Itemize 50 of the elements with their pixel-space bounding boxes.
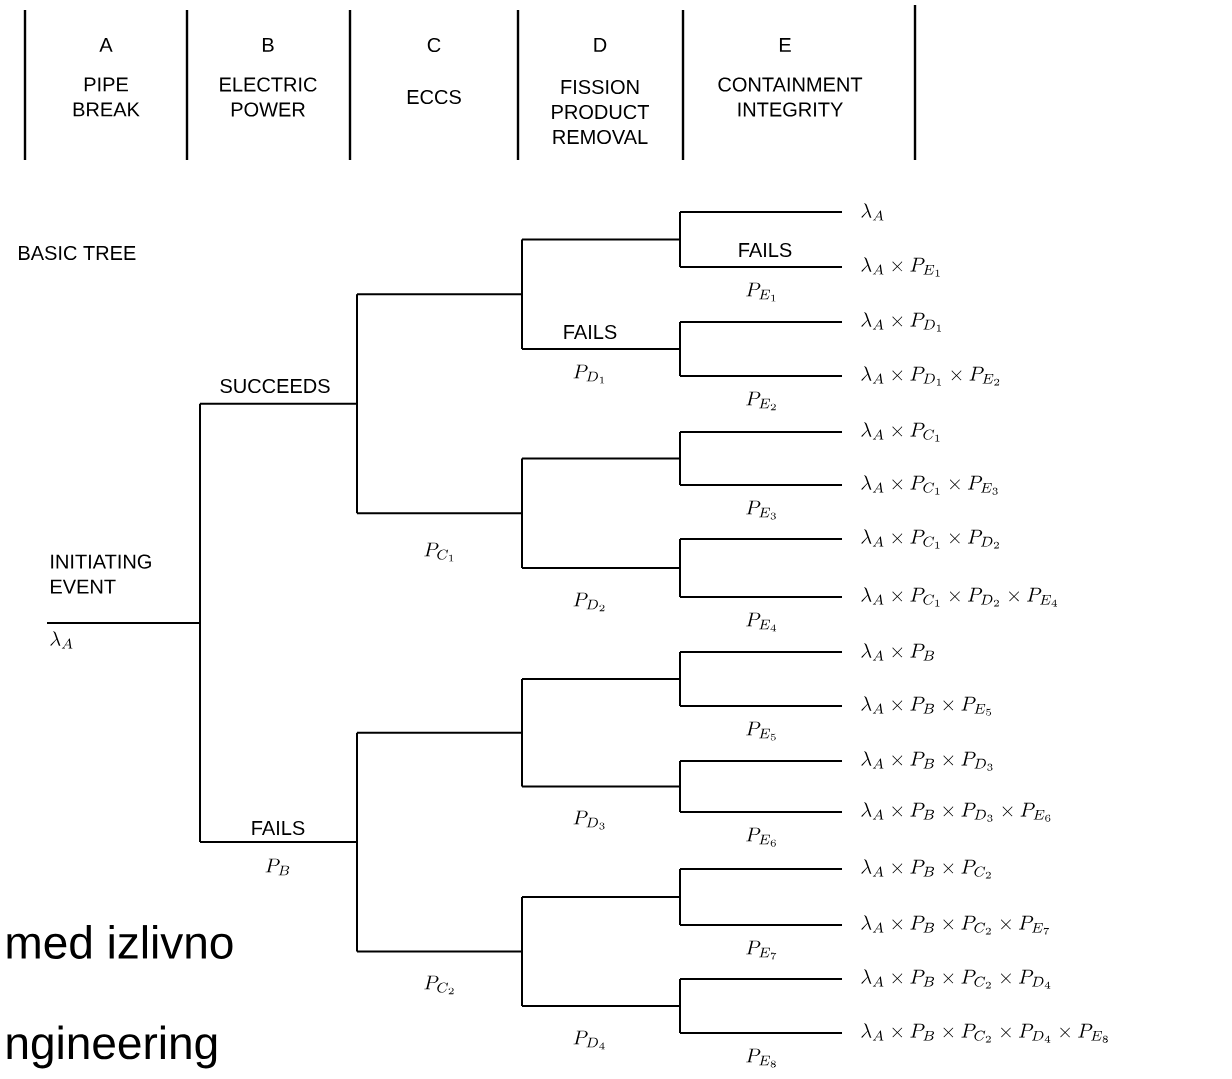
branch-label: $P_{E_{5}}$ xyxy=(746,721,776,741)
branch-label: $P_{D_{2}}$ xyxy=(573,592,605,612)
outcome-formula: $\lambda_{A} \times P_{C_{1}} \times P_{D_{2}} \times P_{E_{4}}$ xyxy=(861,587,1058,607)
outcome-formula: $\lambda_{A} \times P_{D_{1}}$ xyxy=(861,312,941,332)
tree-title: BASIC TREE xyxy=(19,245,136,261)
branch-label: $P_{E_{4}}$ xyxy=(746,612,777,632)
branch-label: $P_{C_{2}}$ xyxy=(424,975,454,995)
outcome-formula: $\lambda_{A} \times P_{C_{1}} \times P_{D_{2}}$ xyxy=(861,529,999,549)
branch-label: FAILS xyxy=(564,324,617,340)
branch-label: $P_{E_{3}}$ xyxy=(746,500,776,520)
column-letter: C xyxy=(427,37,441,53)
branch-label: $P_{D_{1}}$ xyxy=(573,364,605,384)
outcome-formula: $\lambda_{A}$ xyxy=(861,203,884,221)
event-label: $\lambda_{A}$ xyxy=(50,631,73,649)
outcome-formula: $\lambda_{A} \times P_{D_{1}} \times P_{E_{2}}$ xyxy=(861,366,1000,386)
overlay-text: ngineering xyxy=(7,1025,217,1069)
outcome-formula: $\lambda_{A} \times P_{B} \times P_{C_{2}} \times P_{E_{7}}$ xyxy=(861,915,1050,935)
column-heading: ELECTRIC POWER xyxy=(220,77,317,117)
overlay-text: med izlivno xyxy=(7,925,233,959)
branch-label: $P_{D_{3}}$ xyxy=(573,810,605,830)
column-letter: B xyxy=(262,38,274,52)
branch-label: FAILS xyxy=(739,242,792,258)
column-letter: D xyxy=(594,38,607,52)
outcome-formula: $\lambda_{A} \times P_{B} \times P_{D_{3}}$ xyxy=(861,751,993,771)
column-heading: CONTAINMENT INTEGRITY xyxy=(718,77,863,117)
column-heading: PIPE BREAK xyxy=(73,77,140,117)
branch-label: $P_{D_{4}}$ xyxy=(573,1030,605,1050)
branch-label: $P_{E_{1}}$ xyxy=(746,282,776,302)
column-heading: ECCS xyxy=(407,89,461,105)
outcome-formula: $\lambda_{A} \times P_{B} \times P_{D_{3}} \times P_{E_{6}}$ xyxy=(861,802,1051,822)
outcome-formula: $\lambda_{A} \times P_{E_{1}}$ xyxy=(861,257,940,277)
branch-label: $P_{E_{6}}$ xyxy=(746,827,776,847)
branch-label: $P_{B}$ xyxy=(265,858,290,876)
outcome-formula: $\lambda_{A} \times P_{B}$ xyxy=(861,643,935,661)
outcome-formula: $\lambda_{A} \times P_{B} \times P_{C_{2}} \times P_{D_{4}} \times P_{E_{8}}$ xyxy=(861,1023,1108,1043)
outcome-formula: $\lambda_{A} \times P_{B} \times P_{E_{5}}$ xyxy=(861,696,992,716)
branch-label: $P_{E_{7}}$ xyxy=(746,940,777,960)
outcome-formula: $\lambda_{A} \times P_{C_{1}} \times P_{E_{3}}$ xyxy=(861,475,998,495)
outcome-formula: $\lambda_{A} \times P_{B} \times P_{C_{2}}$ xyxy=(861,859,991,879)
branch-label: FAILS xyxy=(252,820,305,836)
branch-label: $P_{E_{2}}$ xyxy=(746,391,776,411)
branch-label: SUCCEEDS xyxy=(220,378,330,394)
branch-label: $P_{E_{8}}$ xyxy=(746,1048,776,1068)
column-letter: A xyxy=(99,38,113,52)
outcome-formula: $\lambda_{A} \times P_{C_{1}}$ xyxy=(861,422,940,442)
branch-label: $P_{C_{1}}$ xyxy=(424,542,454,562)
event-label: INITIATING EVENT xyxy=(51,554,151,594)
column-heading: FISSION PRODUCT REMOVAL xyxy=(552,79,649,145)
column-letter: E xyxy=(779,38,791,52)
outcome-formula: $\lambda_{A} \times P_{B} \times P_{C_{2}} \times P_{D_{4}}$ xyxy=(861,969,1051,989)
